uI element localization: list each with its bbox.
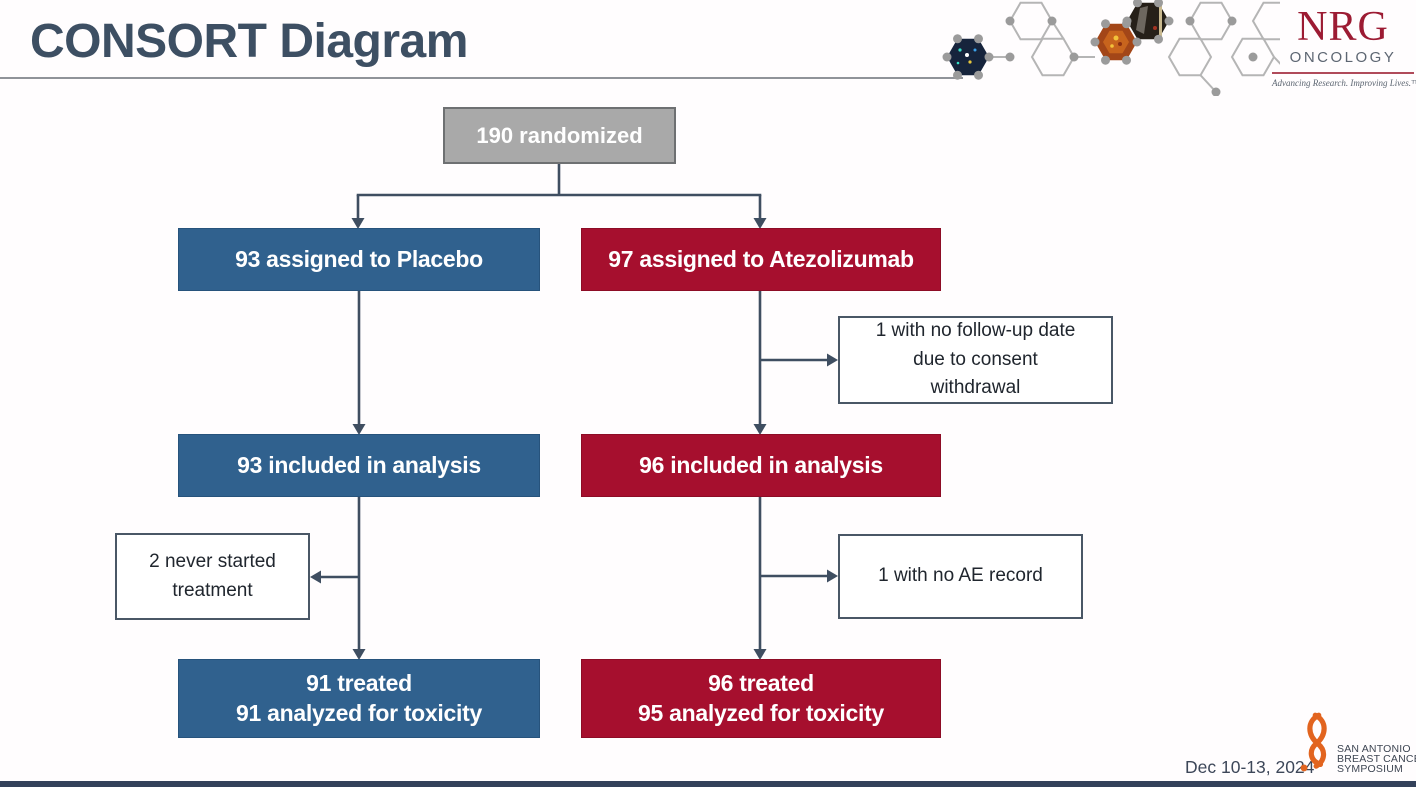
- node-label: 97 assigned to Atezolizumab: [608, 246, 914, 272]
- node-label: 190 randomized: [476, 122, 643, 148]
- nrg-oncology-logo: NRG ONCOLOGY Advancing Research. Improvi…: [1272, 4, 1416, 88]
- event-date: Dec 10-13, 2024: [1185, 757, 1315, 777]
- node-no-ae-record: 1 with no AE record: [838, 534, 1083, 619]
- node-label-line1: 91 treated: [306, 669, 412, 696]
- sabcs-logo-text: SAN ANTONIO BREAST CANCER SYMPOSIUM: [1337, 710, 1416, 775]
- node-randomized: 190 randomized: [443, 107, 676, 164]
- page-title: CONSORT Diagram: [30, 15, 468, 68]
- node-placebo-assigned: 93 assigned to Placebo: [178, 228, 540, 291]
- node-atezolizumab-treated: 96 treated 95 analyzed for toxicity: [581, 659, 941, 738]
- sabcs-logo: SAN ANTONIO BREAST CANCER SYMPOSIUM: [1298, 710, 1416, 774]
- node-label: 2 never started treatment: [149, 551, 276, 601]
- node-placebo-treated: 91 treated 91 analyzed for toxicity: [178, 659, 540, 738]
- node-label: 93 included in analysis: [237, 452, 481, 478]
- node-atezolizumab-analysis: 96 included in analysis: [581, 434, 941, 497]
- node-label-line2: 91 analyzed for toxicity: [236, 699, 482, 726]
- nrg-tagline: Advancing Research. Improving Lives.™: [1272, 78, 1416, 88]
- node-consent-withdrawal: 1 with no follow-up date due to consent …: [838, 316, 1113, 404]
- nrg-division-text: ONCOLOGY: [1289, 49, 1397, 66]
- sabcs-ribbon-icon: [1300, 712, 1327, 772]
- node-label-line2: 95 analyzed for toxicity: [638, 699, 884, 726]
- nrg-brand-text: NRG: [1297, 4, 1389, 50]
- node-label: 1 with no follow-up date due to consent …: [875, 320, 1076, 399]
- sabcs-line3: SYMPOSIUM: [1337, 763, 1403, 775]
- sabcs-line1: SAN ANTONIO: [1337, 743, 1411, 755]
- node-atezolizumab-assigned: 97 assigned to Atezolizumab: [581, 228, 941, 291]
- node-label-line1: 96 treated: [708, 669, 814, 696]
- node-label: 96 included in analysis: [639, 452, 883, 478]
- node-placebo-analysis: 93 included in analysis: [178, 434, 540, 497]
- node-never-started: 2 never started treatment: [115, 533, 310, 620]
- header-divider: [0, 77, 963, 79]
- sabcs-line2: BREAST CANCER: [1337, 753, 1416, 765]
- molecule-network-icon: [942, 0, 1280, 96]
- node-label: 1 with no AE record: [878, 565, 1043, 587]
- nrg-logo-rule: [1272, 72, 1414, 74]
- node-label: 93 assigned to Placebo: [235, 246, 483, 272]
- footer-bar: [0, 781, 1416, 787]
